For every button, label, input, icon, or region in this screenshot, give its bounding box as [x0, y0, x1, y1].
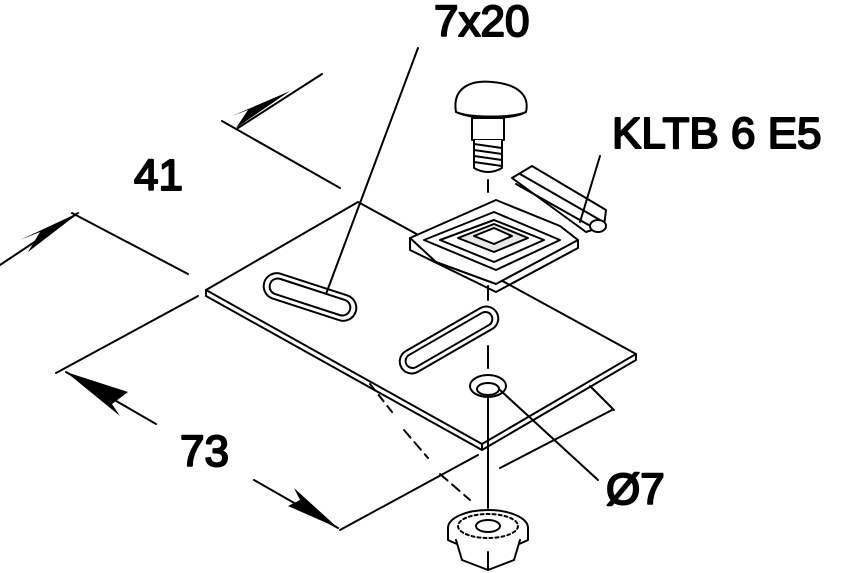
- slot-center-inner: [404, 311, 494, 369]
- hidden-edge-2: [403, 429, 429, 459]
- clamp-thickness: [409, 237, 579, 293]
- nut-serration-ring: [457, 513, 519, 539]
- slot-left-outer: [262, 272, 358, 322]
- slot-left-inner: [268, 277, 352, 317]
- plate-under-corner: [589, 385, 615, 411]
- leader-part-number: [579, 155, 601, 223]
- bolt-head-rim: [455, 111, 527, 118]
- hidden-edge-3: [439, 473, 471, 501]
- slot-center: [398, 305, 500, 375]
- plate-underside-hidden-edges: [369, 383, 615, 501]
- bolt-thread: [473, 143, 503, 167]
- slot-center-outer: [398, 305, 500, 375]
- clamp-square-hole: [473, 227, 513, 245]
- dim-41-witness-upper: [221, 120, 341, 189]
- base-plate: [205, 201, 637, 451]
- dim-73-arrowhead-left: [66, 372, 128, 416]
- leader-hole: [499, 389, 599, 481]
- dim-73-witness-right: [339, 454, 479, 531]
- leader-lines: [325, 47, 601, 481]
- dim-41-arrowhead-lower: [20, 212, 80, 252]
- plate-under-edge: [499, 409, 613, 469]
- flange-nut: [447, 509, 529, 571]
- label-width-41: 41: [134, 151, 183, 200]
- dim-73-witness-left: [55, 295, 199, 374]
- bolt-square-neck: [471, 117, 505, 141]
- slot-left: [262, 272, 358, 322]
- leader-slot: [325, 47, 419, 295]
- dimension-73: [55, 295, 479, 531]
- dimension-41: [0, 73, 341, 275]
- dim-41-witness-lower: [71, 212, 189, 275]
- clamp-kltb: [409, 165, 607, 293]
- dim-41-extension-right: [237, 73, 323, 129]
- label-length-73: 73: [180, 427, 229, 476]
- dim-73-arrowhead-right: [288, 488, 338, 528]
- bolt-head: [454, 80, 528, 119]
- nut-bore: [475, 519, 501, 533]
- hole-inner: [476, 382, 500, 396]
- clamp-tab-curl: [589, 219, 607, 233]
- clamp-tab-line-1: [519, 173, 601, 221]
- carriage-bolt: [454, 80, 528, 173]
- dim-41-arrowhead-upper: [232, 91, 290, 128]
- label-part-number: KLTB 6 E5: [612, 109, 822, 158]
- label-slot-size: 7x20: [434, 0, 529, 46]
- label-hole-diameter: Ø7: [606, 465, 665, 514]
